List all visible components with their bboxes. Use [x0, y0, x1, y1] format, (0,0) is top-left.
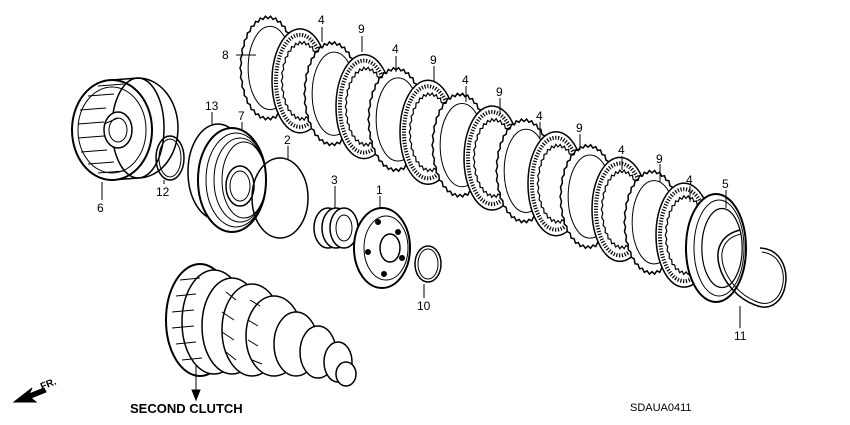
callout-9: 9: [358, 22, 365, 36]
o-ring-part-2: [251, 157, 309, 239]
callout-12: 12: [156, 185, 170, 199]
callout-3: 3: [331, 173, 338, 187]
callout-8: 8: [222, 48, 229, 62]
callout-2: 2: [284, 133, 291, 147]
callout-4: 4: [686, 173, 693, 187]
callout-9: 9: [576, 121, 583, 135]
callout-9: 9: [430, 53, 437, 67]
return-spring-part-3: [313, 207, 359, 249]
callout-9: 9: [496, 85, 503, 99]
callout-4: 4: [318, 13, 325, 27]
assembly-caption: SECOND CLUTCH: [130, 401, 243, 416]
clutch-pack: [239, 15, 747, 303]
callout-10: 10: [417, 299, 431, 313]
snap-ring-part-12: [155, 135, 185, 181]
spring-retainer-part-1: [353, 207, 411, 289]
callout-11: 11: [734, 329, 747, 343]
snap-ring-part-11: [717, 229, 787, 308]
callout-4: 4: [462, 73, 469, 87]
second-clutch-assembly: [165, 263, 357, 387]
callout-4: 4: [536, 109, 543, 123]
callout-7: 7: [238, 109, 245, 123]
callout-6: 6: [97, 201, 104, 215]
callout-4: 4: [618, 143, 625, 157]
callout-13: 13: [205, 99, 219, 113]
leader-lines: [101, 27, 741, 402]
piston-part-7: [197, 127, 267, 233]
front-direction-arrow: FR.: [12, 376, 58, 403]
clutch-drum-part-6: [71, 77, 179, 181]
callout-1: 1: [376, 183, 383, 197]
callout-labels: 8 4 9 4 9 4 9 4 9 4 9 4 5 6 12 13 7 2 3 …: [97, 13, 747, 343]
callout-4: 4: [392, 42, 399, 56]
arrow-left-icon: [12, 387, 47, 403]
clutch-plate-end: [685, 193, 747, 303]
diagram-code: SDAUA0411: [630, 402, 692, 414]
callout-9: 9: [656, 152, 663, 166]
snap-ring-part-10: [414, 245, 442, 283]
callout-5: 5: [722, 177, 729, 191]
front-direction-label: FR.: [39, 376, 58, 392]
